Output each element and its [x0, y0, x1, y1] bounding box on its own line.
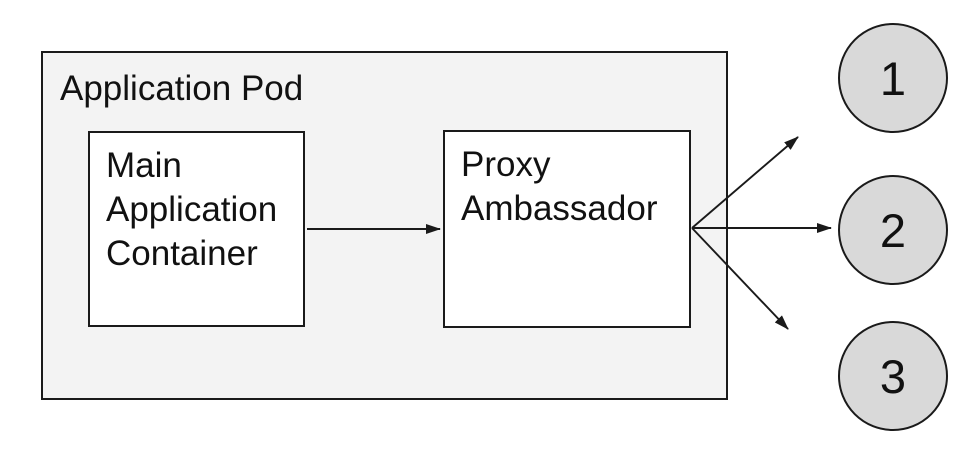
- endpoint-node-1: 1: [838, 23, 948, 133]
- application-pod-label: Application Pod: [60, 69, 304, 108]
- main-application-container-label: Main Application Container: [106, 146, 278, 273]
- endpoint-node-3-label: 3: [879, 349, 907, 403]
- proxy-ambassador-box: Proxy Ambassador: [443, 130, 691, 328]
- endpoint-node-2: 2: [838, 175, 948, 285]
- endpoint-node-3: 3: [838, 321, 948, 431]
- main-application-container-box: Main Application Container: [88, 131, 305, 327]
- endpoint-node-2-label: 2: [879, 203, 907, 257]
- proxy-ambassador-label: Proxy Ambassador: [461, 145, 658, 228]
- endpoint-node-1-label: 1: [879, 51, 907, 105]
